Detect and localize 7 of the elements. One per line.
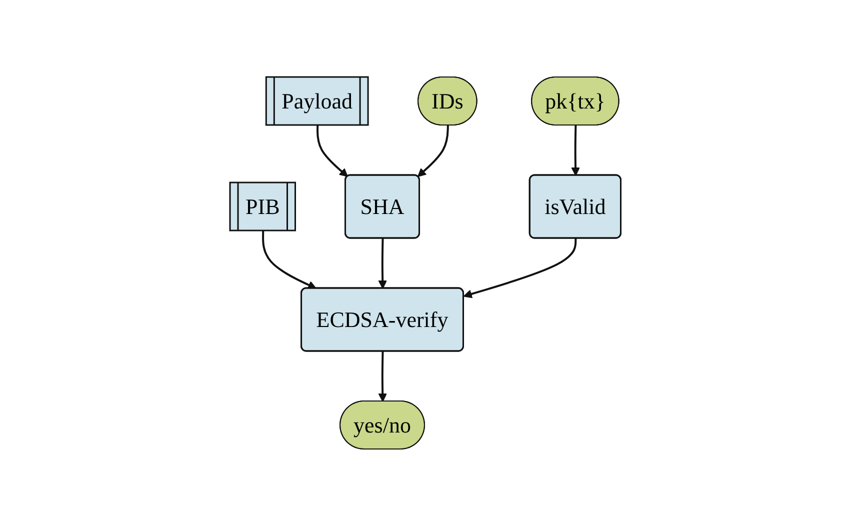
arrow — [378, 350, 387, 402]
arrow — [262, 230, 316, 289]
arrow — [417, 124, 449, 176]
arrow — [316, 124, 348, 176]
arrow — [462, 238, 576, 298]
arrow — [570, 124, 580, 176]
arrow — [378, 238, 387, 288]
